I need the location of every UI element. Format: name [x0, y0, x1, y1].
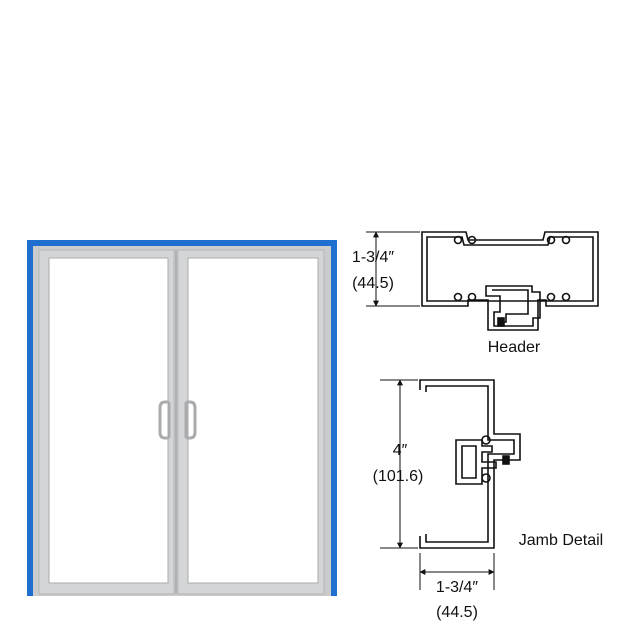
jamb-height-dimension: [380, 379, 418, 549]
header-dim-metric: (44.5): [352, 275, 394, 292]
header-section-detail: [421, 231, 599, 331]
double-door-elevation: [27, 240, 337, 596]
left-door-glass: [48, 257, 169, 584]
jamb-depth-dimension: [419, 553, 495, 590]
door-pull-handles-icon: [158, 400, 197, 440]
jamb-depth-imperial: 1-3/4″: [436, 579, 478, 596]
jamb-height-imperial: 4″: [393, 442, 408, 459]
header-dim-imperial: 1-3/4″: [352, 249, 394, 266]
right-door-glass: [187, 257, 319, 584]
jamb-height-metric: (101.6): [373, 468, 424, 485]
header-dimension-line: [366, 231, 420, 307]
jamb-section-detail: [419, 379, 521, 549]
header-caption: Header: [488, 339, 541, 356]
jamb-caption: Jamb Detail: [519, 532, 603, 549]
jamb-depth-metric: (44.5): [436, 604, 478, 621]
